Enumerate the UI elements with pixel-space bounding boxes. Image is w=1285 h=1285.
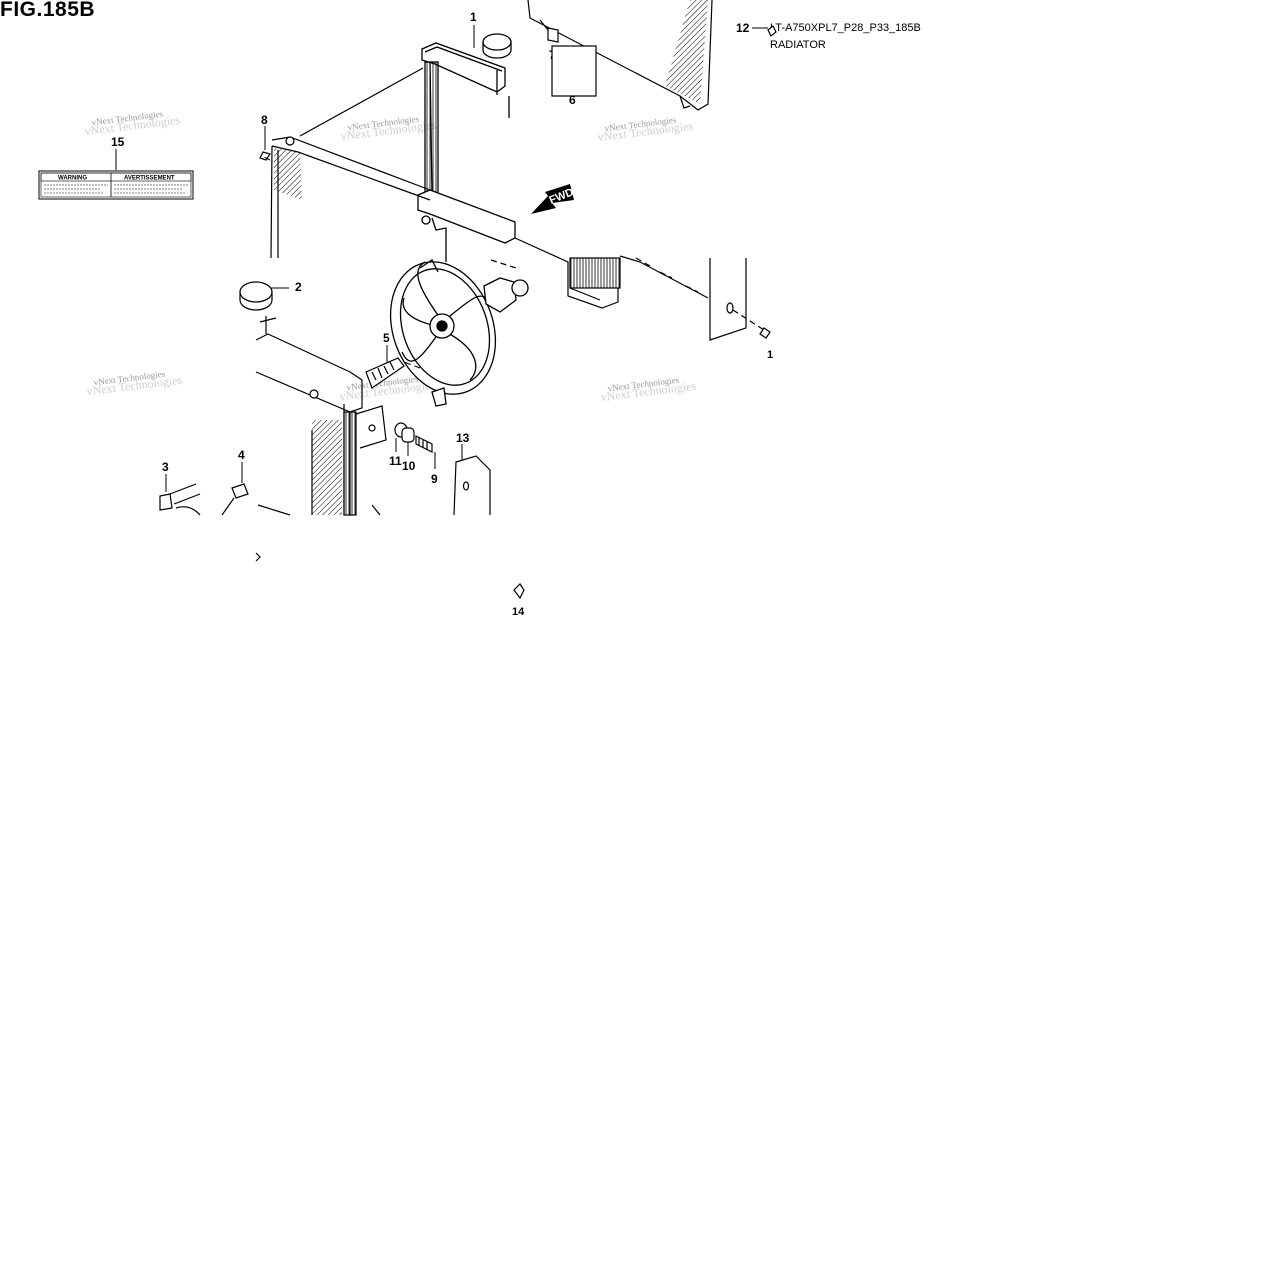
callout-1: 1 bbox=[470, 10, 477, 24]
callout-9: 9 bbox=[431, 472, 438, 486]
radiator-side-frame bbox=[259, 67, 431, 259]
callout-4: 4 bbox=[238, 448, 245, 462]
callout-6: 6 bbox=[569, 93, 576, 107]
callout-8: 8 bbox=[261, 113, 268, 127]
cooling-fan bbox=[389, 217, 529, 407]
callout-2: 2 bbox=[295, 280, 302, 294]
assembly-lines bbox=[261, 155, 421, 369]
warning-label: WARNING AVERTISSEMENT bbox=[38, 170, 194, 200]
fan-shroud-upper bbox=[527, 0, 713, 111]
callout-12: 12 bbox=[736, 21, 750, 35]
callout-3: 3 bbox=[162, 460, 169, 474]
callout-14: 14 bbox=[512, 606, 525, 618]
callout-13: 13 bbox=[456, 431, 470, 445]
fwd-arrow: FWD bbox=[531, 184, 575, 214]
radiator-lower-left bbox=[239, 281, 387, 516]
section-name: RADIATOR bbox=[770, 39, 826, 51]
figure-title: FIG.185B bbox=[0, 0, 96, 21]
warning-label-left-text: WARNING bbox=[58, 176, 87, 182]
fwd-arrow-text: FWD bbox=[548, 186, 576, 207]
leader-lines bbox=[115, 25, 768, 492]
radiator-upper bbox=[417, 33, 516, 244]
model-code: LT-A750XPL7_P28_P33_185B bbox=[770, 22, 921, 34]
radiator-lower-right bbox=[514, 237, 771, 341]
callout-11: 11 bbox=[389, 454, 402, 468]
callout-5: 5 bbox=[383, 331, 390, 345]
warning-label-right-text: AVERTISSEMENT bbox=[124, 176, 175, 182]
callout-10: 10 bbox=[402, 459, 416, 473]
callout-15: 15 bbox=[111, 135, 125, 149]
small-parts bbox=[159, 25, 777, 600]
callout-1b: 1 bbox=[767, 349, 774, 361]
